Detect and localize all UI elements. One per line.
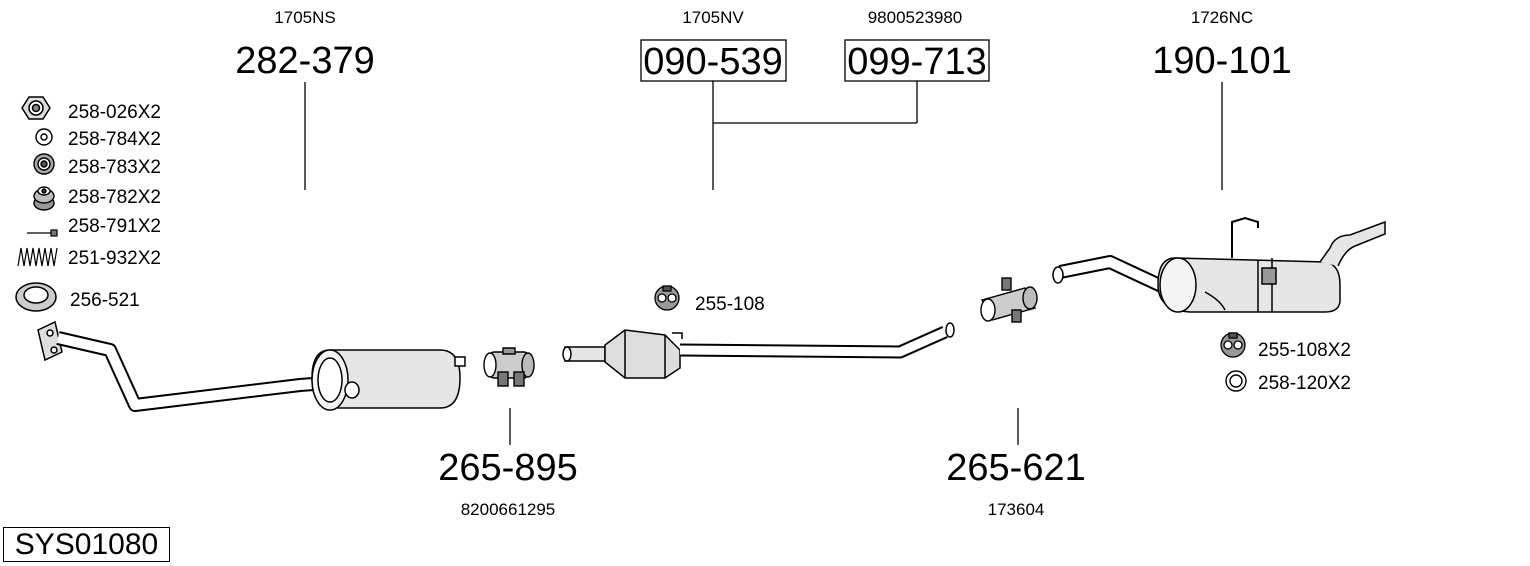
oem-number: 8200661295 (461, 500, 556, 519)
part-265-621[interactable]: 265-621 173604 (946, 447, 1085, 519)
rear-silencer[interactable] (1052, 216, 1386, 313)
leader-bracket (712, 81, 918, 190)
legend-item[interactable]: 258-784X2 (35, 128, 161, 150)
gasket-ring-icon (15, 282, 57, 312)
rubber-hanger-icon (1220, 332, 1246, 358)
part-099-713[interactable]: 9800523980 099-713 (844, 8, 990, 83)
legend-label: 258-784X2 (68, 129, 161, 150)
hanger-label: 255-108 (695, 294, 765, 315)
oem-number: 1726NC (1191, 8, 1253, 27)
part-number: 099-713 (847, 41, 986, 83)
hardware-legend: 258-026X2 258-784X2 258-783X2 (15, 96, 161, 312)
system-code: SYS01080 (3, 527, 170, 562)
ring-label: 258-120X2 (1258, 373, 1351, 394)
oem-number: 1705NS (274, 8, 335, 27)
part-number: 090-539 (643, 41, 782, 83)
oem-number: 9800523980 (868, 8, 963, 27)
hanger-255-108[interactable]: 255-108 (654, 285, 765, 315)
legend-label: 256-521 (70, 290, 140, 311)
legend-label: 258-782X2 (68, 187, 161, 208)
legend-item[interactable]: 258-791X2 (27, 216, 161, 237)
part-number: 265-621 (946, 447, 1085, 489)
oem-number: 1705NV (682, 8, 744, 27)
oem-number: 173604 (988, 500, 1045, 519)
front-pipe-silencer[interactable] (37, 320, 466, 412)
legend-item[interactable]: 251-932X2 (17, 247, 161, 269)
hanger-255-108X2[interactable]: 255-108X2 (1220, 332, 1351, 361)
legend-item[interactable]: 258-782X2 (33, 186, 161, 211)
spring-icon (17, 247, 58, 267)
part-number: 190-101 (1152, 40, 1291, 82)
legend-item[interactable]: 258-026X2 (21, 96, 161, 123)
rubber-ring-icon (33, 153, 55, 175)
hex-nut-icon (21, 96, 51, 120)
ring-258-120X2[interactable]: 258-120X2 (1225, 370, 1351, 394)
legend-label: 258-783X2 (68, 157, 161, 178)
legend-item[interactable]: 256-521 (15, 282, 140, 312)
sealing-ring-icon (1225, 370, 1247, 392)
rubber-hanger-icon (654, 285, 680, 311)
part-number: 282-379 (235, 40, 374, 82)
part-090-539[interactable]: 1705NV 090-539 (640, 8, 787, 83)
rubber-mount-icon (33, 186, 55, 211)
hanger-label: 255-108X2 (1258, 340, 1351, 361)
part-number: 265-895 (438, 447, 577, 489)
part-number-box (844, 39, 990, 82)
catalyst-pipe[interactable] (562, 322, 955, 379)
clamp-265-895[interactable] (483, 347, 535, 387)
legend-label: 258-791X2 (68, 216, 161, 237)
legend-label: 258-026X2 (68, 102, 161, 123)
part-282-379[interactable]: 1705NS 282-379 (235, 8, 374, 82)
clamp-265-621[interactable] (980, 277, 1038, 323)
bolt-icon (27, 229, 58, 237)
part-265-895[interactable]: 265-895 8200661295 (438, 447, 577, 519)
legend-label: 251-932X2 (68, 248, 161, 269)
legend-item[interactable]: 258-783X2 (33, 153, 161, 178)
part-190-101[interactable]: 1726NC 190-101 (1152, 8, 1291, 82)
washer-icon (35, 128, 53, 146)
